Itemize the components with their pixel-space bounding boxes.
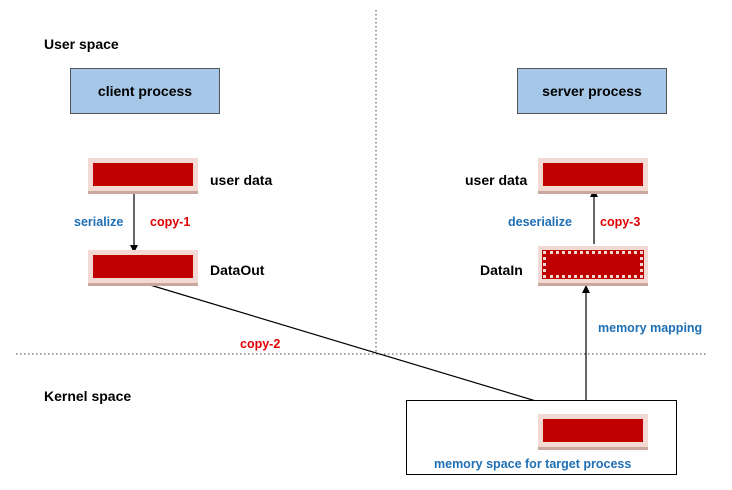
user-space-label: User space [44,36,119,52]
data-in-fill [542,250,644,279]
memory-mapping-label: memory mapping [598,321,703,335]
kernel-memory-fill [543,419,643,442]
client-user-data-fill [93,163,193,186]
memory-space-label: memory space for target process [434,457,632,471]
server-process-box: server process [517,68,667,114]
copy-2-label: copy-2 [240,337,281,351]
kernel-space-label: Kernel space [44,388,132,404]
data-in-label: DataIn [480,262,523,278]
client-process-label: client process [97,83,193,99]
client-user-data-label: user data [210,172,273,188]
copy-2-arrow [139,281,587,418]
serialize-label: serialize [74,215,124,229]
kernel-memory-block [538,414,648,450]
deserialize-label: deserialize [508,215,572,229]
client-process-box: client process [70,68,220,114]
copy-3-label: copy-3 [600,215,641,229]
server-process-label: server process [542,83,642,99]
copy-1-label: copy-1 [150,215,191,229]
client-user-data-block [88,158,198,194]
data-out-block [88,250,198,286]
data-out-label: DataOut [210,262,265,278]
server-user-data-block [538,158,648,194]
server-user-data-fill [543,163,643,186]
data-in-block [538,246,648,286]
data-out-fill [93,255,193,278]
server-user-data-label: user data [465,172,528,188]
